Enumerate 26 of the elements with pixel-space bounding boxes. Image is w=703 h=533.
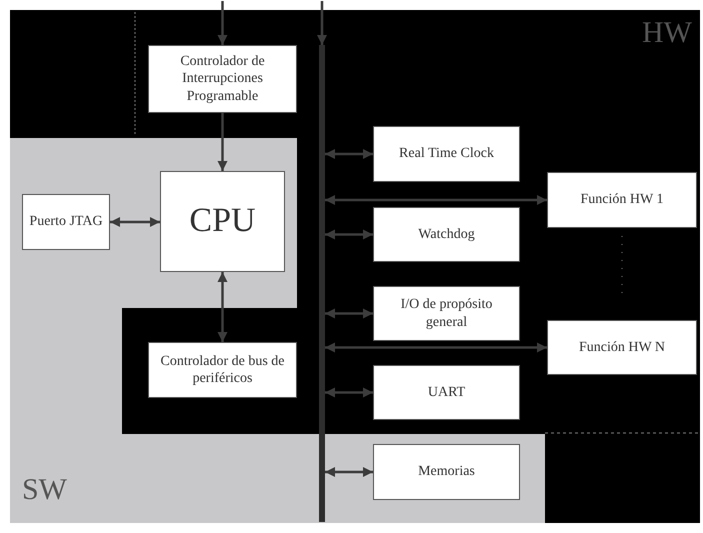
double-arrow	[325, 230, 373, 240]
double-arrow	[218, 272, 228, 342]
region-label: HW	[642, 18, 692, 48]
double-arrow	[325, 308, 373, 318]
arrow	[317, 1, 327, 45]
controller-box: Controlador de bus de periféricos	[148, 342, 297, 398]
region-label: SW	[22, 475, 67, 505]
double-arrow	[325, 149, 373, 159]
module-box: Watchdog	[373, 207, 520, 262]
function-box: Función HW 1	[547, 172, 697, 228]
memory-box: Memorias	[373, 444, 520, 500]
module-box: I/O de propósito general	[373, 286, 520, 341]
double-arrow	[325, 388, 373, 398]
function-box: Función HW N	[547, 320, 697, 375]
double-arrow	[325, 467, 373, 477]
arrow	[218, 113, 228, 171]
port-box: Puerto JTAG	[22, 194, 110, 250]
module-box: UART	[373, 365, 520, 420]
module-box: Real Time Clock	[373, 126, 520, 182]
double-arrow	[325, 342, 547, 352]
arrow	[218, 1, 228, 45]
cpu-box: CPU	[160, 171, 285, 272]
double-arrow	[110, 217, 160, 227]
double-arrow	[325, 195, 547, 205]
controller-box: Controlador de Interrupciones Programable	[148, 45, 297, 113]
hardware-region	[10, 10, 700, 523]
